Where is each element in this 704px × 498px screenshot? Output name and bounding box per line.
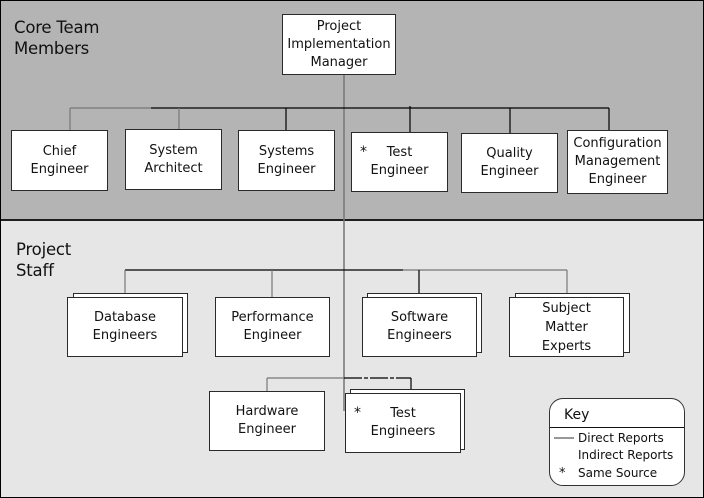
core-label-line2: Members	[14, 39, 90, 58]
node-line1: Chief	[42, 143, 77, 159]
same-source-star-icon: *	[360, 144, 367, 160]
band-divider	[1, 219, 703, 221]
node-line1: Test	[390, 406, 416, 421]
node-line1: Subject	[542, 300, 591, 316]
node-line2: Matter	[545, 319, 588, 335]
key-divider	[550, 427, 684, 428]
node-quality-engineer: Quality Engineer	[461, 133, 558, 193]
node-line1: Software	[390, 310, 449, 325]
node-line1: Test	[386, 145, 413, 160]
node-line1: Database	[93, 310, 157, 325]
node-line2: Engineers	[370, 424, 436, 439]
key-indirect-reports: Indirect Reports	[578, 448, 674, 462]
same-source-star-icon: *	[559, 466, 566, 481]
node-test-engineer: * Test Engineer	[351, 132, 448, 192]
root-line2: Implementation	[287, 36, 391, 52]
key-same-source: Same Source	[578, 466, 658, 480]
node-performance-engineer: Performance Engineer	[215, 297, 330, 357]
project-staff-label: Project Staff	[16, 239, 71, 281]
node-line3: Engineer	[588, 172, 647, 187]
node-line2: Engineer	[257, 161, 316, 177]
node-test-engineers: * Test Engineers	[345, 393, 461, 453]
staff-label-line1: Project	[16, 240, 72, 259]
node-configuration-management-engineer: Configuration Management Engineer	[567, 130, 668, 194]
node-line2: Engineer	[243, 328, 302, 343]
root-line3: Manager	[310, 54, 368, 70]
node-line1: Systems	[258, 143, 315, 159]
node-line1: Performance	[231, 310, 314, 325]
node-line2: Engineers	[92, 328, 158, 343]
core-label-line1: Core Team	[14, 18, 100, 37]
key-title: Key	[564, 407, 590, 423]
node-line2: Management	[574, 154, 661, 169]
node-line2: Engineers	[387, 328, 452, 343]
node-software-engineers: Software Engineers	[362, 297, 477, 357]
node-chief-engineer: Chief Engineer	[11, 130, 108, 191]
node-line1: Hardware	[235, 404, 299, 419]
node-line1: Configuration	[573, 136, 662, 151]
same-source-star-icon: *	[354, 405, 361, 421]
direct-report-line-icon	[554, 437, 574, 439]
root-line1: Project	[316, 18, 362, 34]
legend-key: Key Direct Reports Indirect Reports * Sa…	[549, 398, 685, 486]
node-subject-matter-experts: Subject Matter Experts	[509, 297, 624, 357]
node-line2: Architect	[144, 160, 203, 176]
root-project-implementation-manager: Project Implementation Manager	[282, 14, 396, 75]
node-line2: Engineer	[238, 422, 296, 437]
key-direct-reports: Direct Reports	[578, 431, 664, 445]
node-line2: Engineer	[480, 164, 539, 179]
core-team-label: Core Team Members	[14, 17, 99, 59]
node-line3: Experts	[541, 338, 592, 354]
node-line1: Quality	[486, 146, 533, 161]
staff-label-line2: Staff	[16, 261, 54, 280]
node-systems-engineer: Systems Engineer	[238, 130, 335, 191]
node-database-engineers: Database Engineers	[67, 297, 183, 357]
node-line2: Engineer	[370, 163, 429, 178]
node-line1: System	[149, 142, 198, 158]
node-system-architect: System Architect	[125, 129, 222, 190]
node-line2: Engineer	[30, 161, 89, 177]
node-hardware-engineer: Hardware Engineer	[209, 391, 325, 451]
